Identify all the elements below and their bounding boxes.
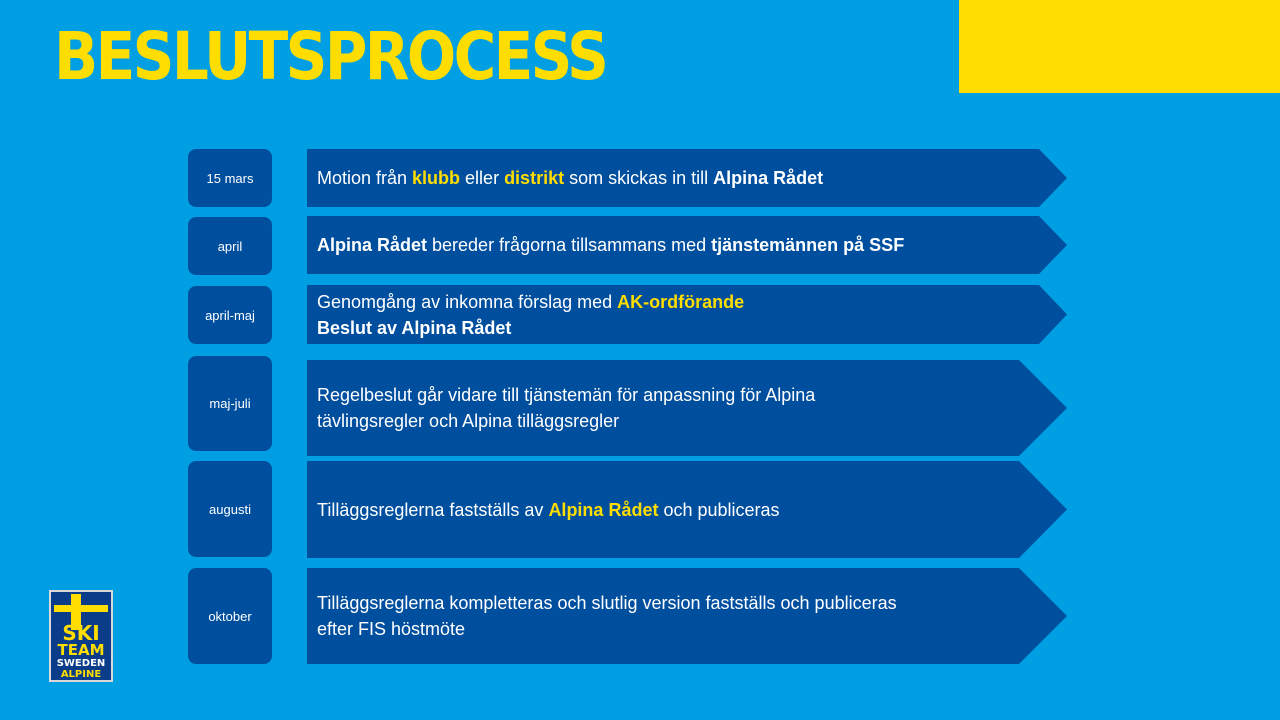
step-date: 15 mars	[188, 149, 272, 207]
step-description-line: Tilläggsreglerna fastställs av Alpina Rå…	[317, 497, 780, 523]
step-date: oktober	[188, 568, 272, 664]
corner-accent-block	[959, 0, 1280, 93]
step-description-line: Alpina Rådet bereder frågorna tillsamman…	[317, 232, 904, 258]
step-arrow: Motion från klubb eller distrikt som ski…	[307, 149, 1067, 207]
logo-text-ski: SKI	[62, 621, 99, 645]
step-description-line: Beslut av Alpina Rådet	[317, 315, 744, 341]
step-arrow: Tilläggsreglerna kompletteras och slutli…	[307, 568, 1067, 664]
highlight-text: Alpina Rådet	[548, 499, 659, 520]
step-description-line: Motion från klubb eller distrikt som ski…	[317, 165, 823, 191]
bold-text: Alpina Rådet	[317, 235, 428, 255]
step-date: april	[188, 217, 272, 275]
text-segment: Tilläggsreglerna kompletteras och slutli…	[317, 593, 897, 639]
step-description: Tilläggsreglerna kompletteras och slutli…	[317, 590, 1067, 642]
logo-text-sweden: SWEDEN	[57, 658, 106, 669]
page-title: BESLUTSPROCESS	[54, 18, 609, 95]
text-segment: Motion från	[317, 168, 413, 188]
step-arrow: Genomgång av inkomna förslag med AK-ordf…	[307, 285, 1067, 344]
logo-text-alpine: ALPINE	[61, 669, 102, 680]
highlight-text: klubb	[412, 168, 461, 188]
step-description: Motion från klubb eller distrikt som ski…	[317, 165, 963, 191]
ski-team-logo-graphic: SKI TEAM SWEDEN ALPINE	[51, 592, 111, 680]
step-description-line: Regelbeslut går vidare till tjänstemän f…	[317, 382, 927, 434]
step-description-line: Genomgång av inkomna förslag med AK-ordf…	[317, 289, 744, 315]
text-segment: Tilläggsreglerna fastställs av	[317, 499, 549, 520]
ski-team-sweden-logo: SKI TEAM SWEDEN ALPINE	[49, 590, 113, 682]
step-arrow: Tilläggsreglerna fastställs av Alpina Rå…	[307, 461, 1067, 558]
text-segment: som skickas in till	[564, 168, 714, 188]
highlight-text: distrikt	[504, 168, 565, 188]
step-description-line: Tilläggsreglerna kompletteras och slutli…	[317, 590, 927, 642]
step-date: augusti	[188, 461, 272, 557]
step-date: april-maj	[188, 286, 272, 344]
step-arrow: Regelbeslut går vidare till tjänstemän f…	[307, 360, 1067, 456]
step-description: Regelbeslut går vidare till tjänstemän f…	[317, 382, 1067, 434]
bold-text: Beslut av Alpina Rådet	[317, 317, 512, 338]
text-segment: och publiceras	[658, 499, 780, 520]
bold-text: tjänstemännen på SSF	[711, 235, 905, 255]
bold-text: Alpina Rådet	[713, 168, 824, 188]
step-description: Tilläggsreglerna fastställs av Alpina Rå…	[317, 497, 920, 523]
text-segment: bereder frågorna tillsammans med	[427, 235, 712, 255]
step-description: Genomgång av inkomna förslag med AK-ordf…	[317, 289, 884, 341]
highlight-text: AK-ordförande	[617, 291, 745, 312]
step-description: Alpina Rådet bereder frågorna tillsamman…	[317, 232, 1044, 258]
step-date: maj-juli	[188, 356, 272, 451]
text-segment: Genomgång av inkomna förslag med	[317, 291, 618, 312]
logo-text-team: TEAM	[57, 641, 104, 659]
step-arrow: Alpina Rådet bereder frågorna tillsamman…	[307, 216, 1067, 274]
text-segment: eller	[460, 168, 505, 188]
text-segment: Regelbeslut går vidare till tjänstemän f…	[317, 385, 816, 431]
